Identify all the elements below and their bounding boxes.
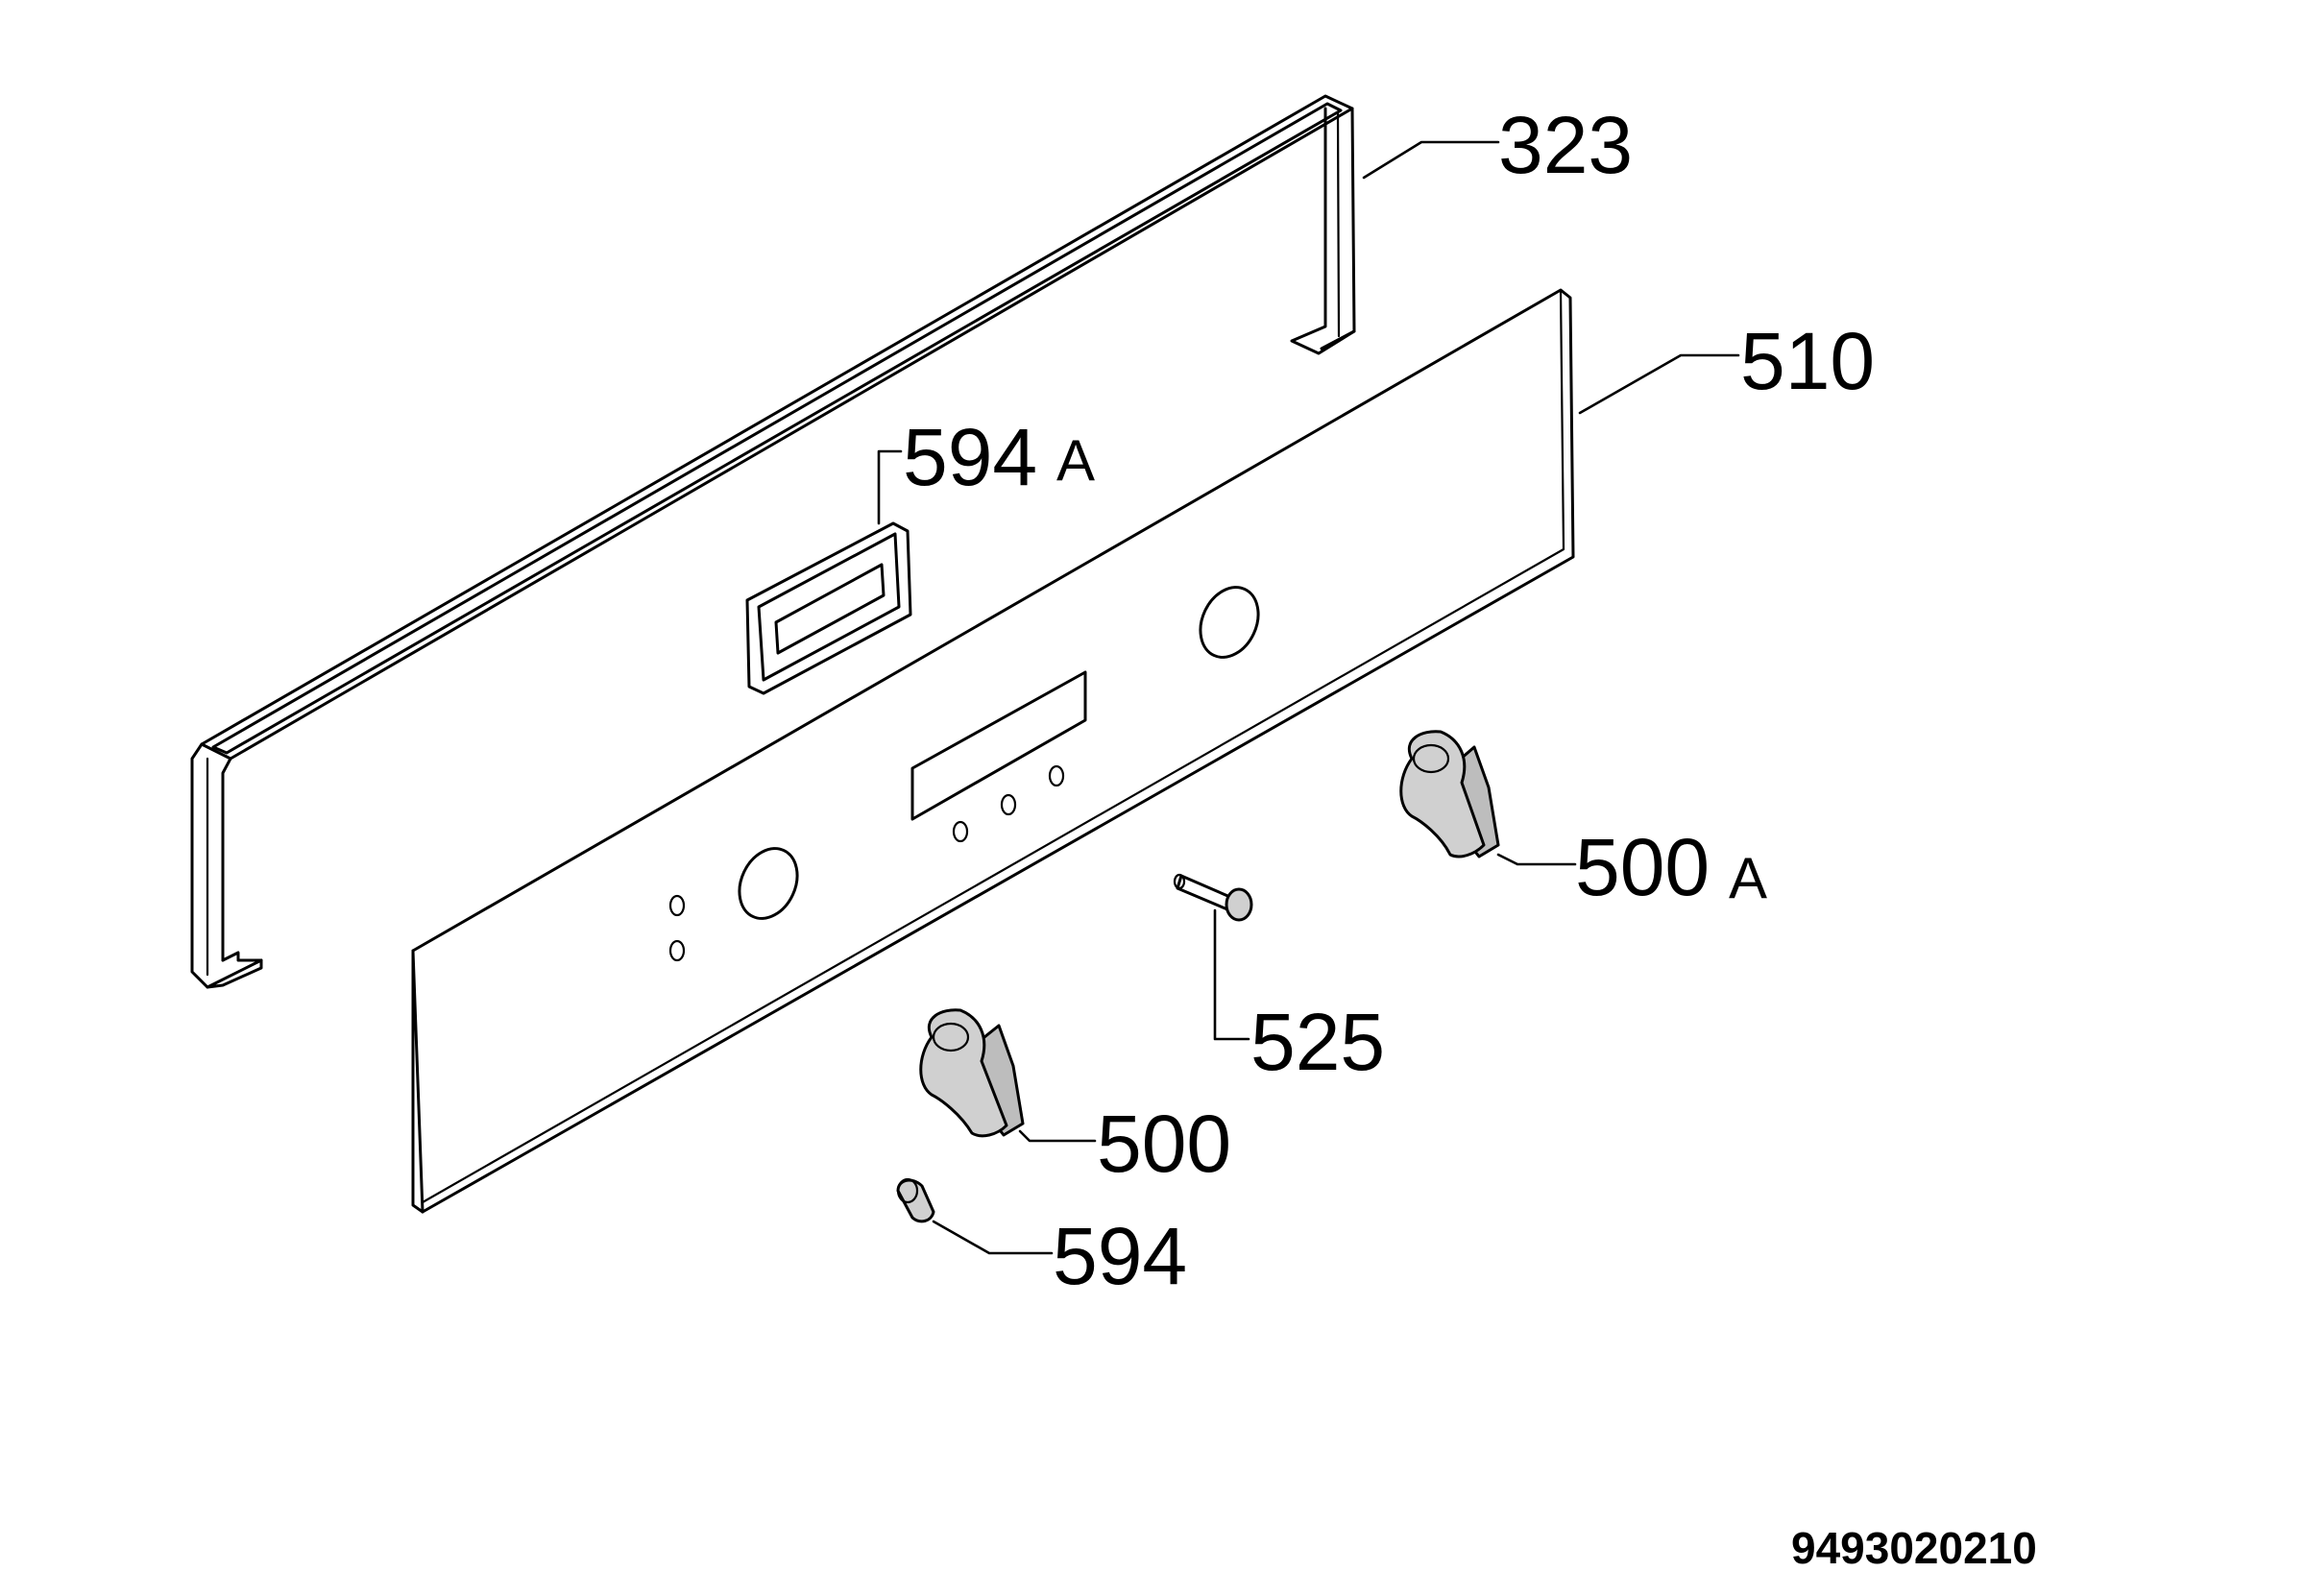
callout-323: 323: [1498, 100, 1633, 190]
part-510-control-panel: [411, 288, 1575, 1214]
callout-525-number: 525: [1250, 997, 1385, 1087]
callout-525: 525: [1250, 997, 1385, 1087]
part-594a-bracket: [745, 521, 912, 695]
part-594-button: [896, 1177, 935, 1223]
callout-323-number: 323: [1498, 100, 1633, 190]
part-500a-knob: [1399, 730, 1500, 858]
callout-594a: 594 A: [903, 412, 1095, 502]
part-500-knob: [919, 1008, 1025, 1138]
document-number: 9493020210: [1791, 1523, 2037, 1573]
callout-510: 510: [1740, 316, 1875, 406]
callout-510-number: 510: [1740, 316, 1875, 406]
callout-594a-number: 594: [903, 412, 1037, 502]
part-323-trim-frame: [190, 94, 1356, 989]
callout-594a-suffix: A: [1056, 428, 1095, 493]
leader-lines: [877, 140, 1740, 1255]
callout-500a-suffix: A: [1729, 846, 1767, 910]
callout-594-number: 594: [1053, 1211, 1187, 1301]
callout-500a-number: 500: [1575, 822, 1710, 912]
callout-500-number: 500: [1097, 1099, 1231, 1189]
callout-500: 500: [1097, 1099, 1231, 1189]
part-525-screw: [1173, 873, 1253, 922]
callout-500a: 500 A: [1575, 822, 1767, 912]
callout-594: 594: [1053, 1211, 1187, 1301]
